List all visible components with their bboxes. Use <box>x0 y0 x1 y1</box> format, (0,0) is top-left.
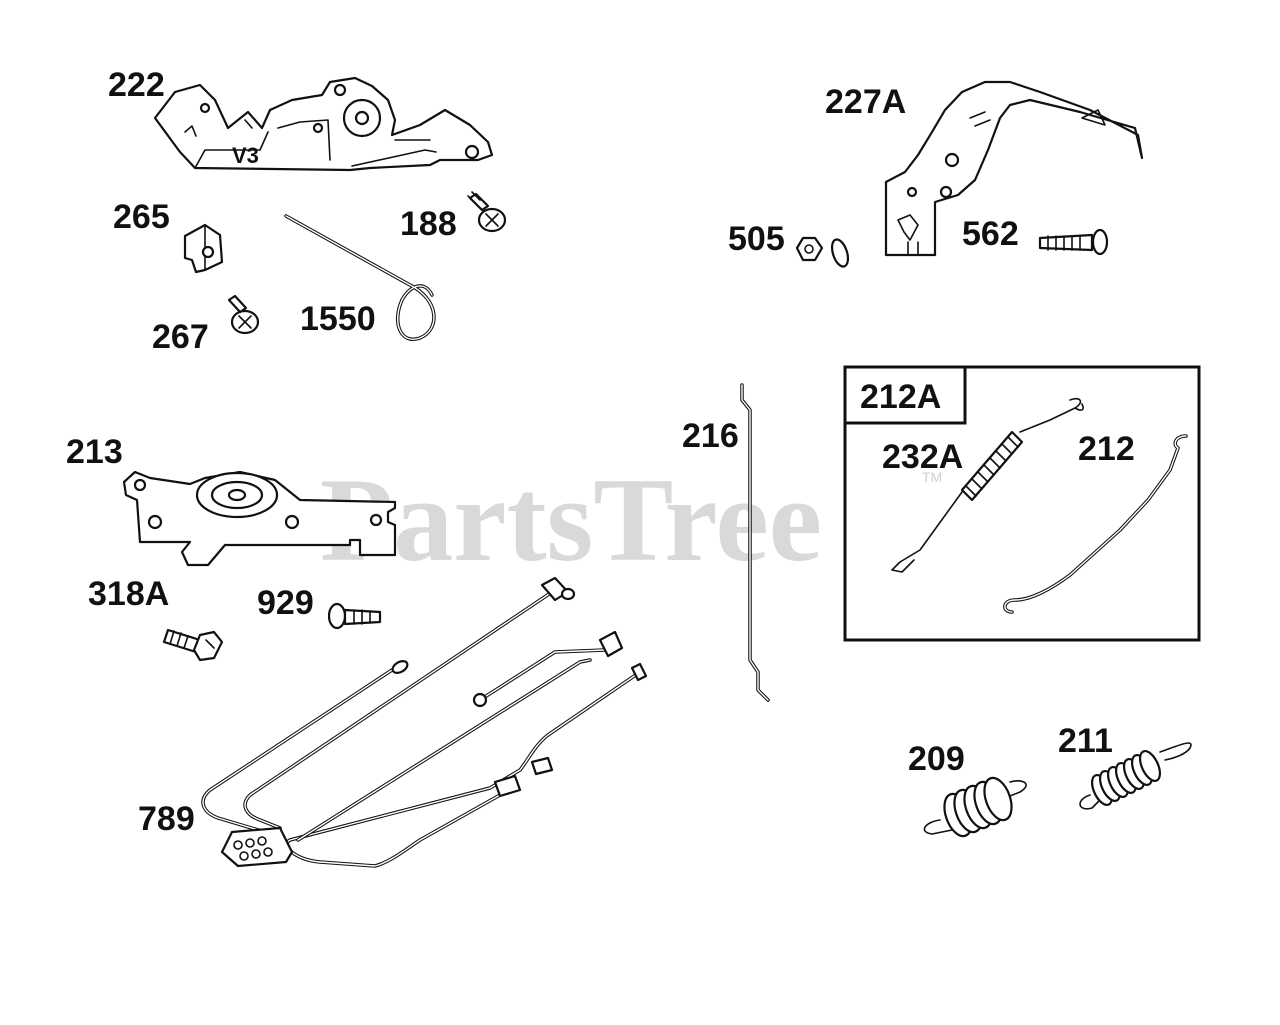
label-188: 188 <box>400 205 457 243</box>
label-227A: 227A <box>825 83 906 121</box>
label-929: 929 <box>257 584 314 622</box>
label-789: 789 <box>138 800 195 838</box>
label-505: 505 <box>728 220 785 258</box>
harness-connector-block <box>220 826 294 868</box>
part-209-spring[interactable] <box>923 774 1027 840</box>
part-212-spring-link[interactable] <box>1003 434 1188 614</box>
label-318A: 318A <box>88 575 169 613</box>
label-213: 213 <box>66 433 123 471</box>
kit-212A-frame: 212A <box>843 365 1201 642</box>
part-227A-lever-bracket[interactable] <box>884 80 1144 257</box>
part-929-screw[interactable] <box>327 602 382 630</box>
label-216: 216 <box>682 417 739 455</box>
part-267-screw[interactable] <box>227 294 260 335</box>
part-213-idler-pulley-bracket[interactable] <box>122 470 397 567</box>
label-562: 562 <box>962 215 1019 253</box>
part-562-screw[interactable] <box>1038 228 1109 256</box>
label-232A: 232A <box>882 438 963 476</box>
label-212: 212 <box>1078 430 1135 468</box>
part-222-control-bracket[interactable]: V3 <box>153 76 494 172</box>
part-789-wire-harness[interactable] <box>201 576 648 868</box>
part-318A-bolt[interactable] <box>162 628 224 662</box>
part-188-screw[interactable] <box>467 191 507 233</box>
part-211-spring[interactable] <box>1079 742 1192 810</box>
label-209: 209 <box>908 740 965 778</box>
label-265: 265 <box>113 198 170 236</box>
label-222: 222 <box>108 66 165 104</box>
part-265-cable-clip[interactable] <box>183 223 224 274</box>
label-211: 211 <box>1058 722 1113 760</box>
part-232A-spring[interactable] <box>891 397 1084 573</box>
label-267: 267 <box>152 318 209 356</box>
watermark-text: PartsTree <box>320 453 822 586</box>
part-222-version-mark: V3 <box>232 143 259 168</box>
label-212A: 212A <box>860 378 941 416</box>
part-216-governor-link[interactable] <box>740 383 770 702</box>
label-1550: 1550 <box>300 300 376 338</box>
part-1550-link-spring[interactable] <box>284 214 436 341</box>
watermark-trademark: TM <box>922 469 942 485</box>
part-505-nut[interactable] <box>795 236 851 269</box>
